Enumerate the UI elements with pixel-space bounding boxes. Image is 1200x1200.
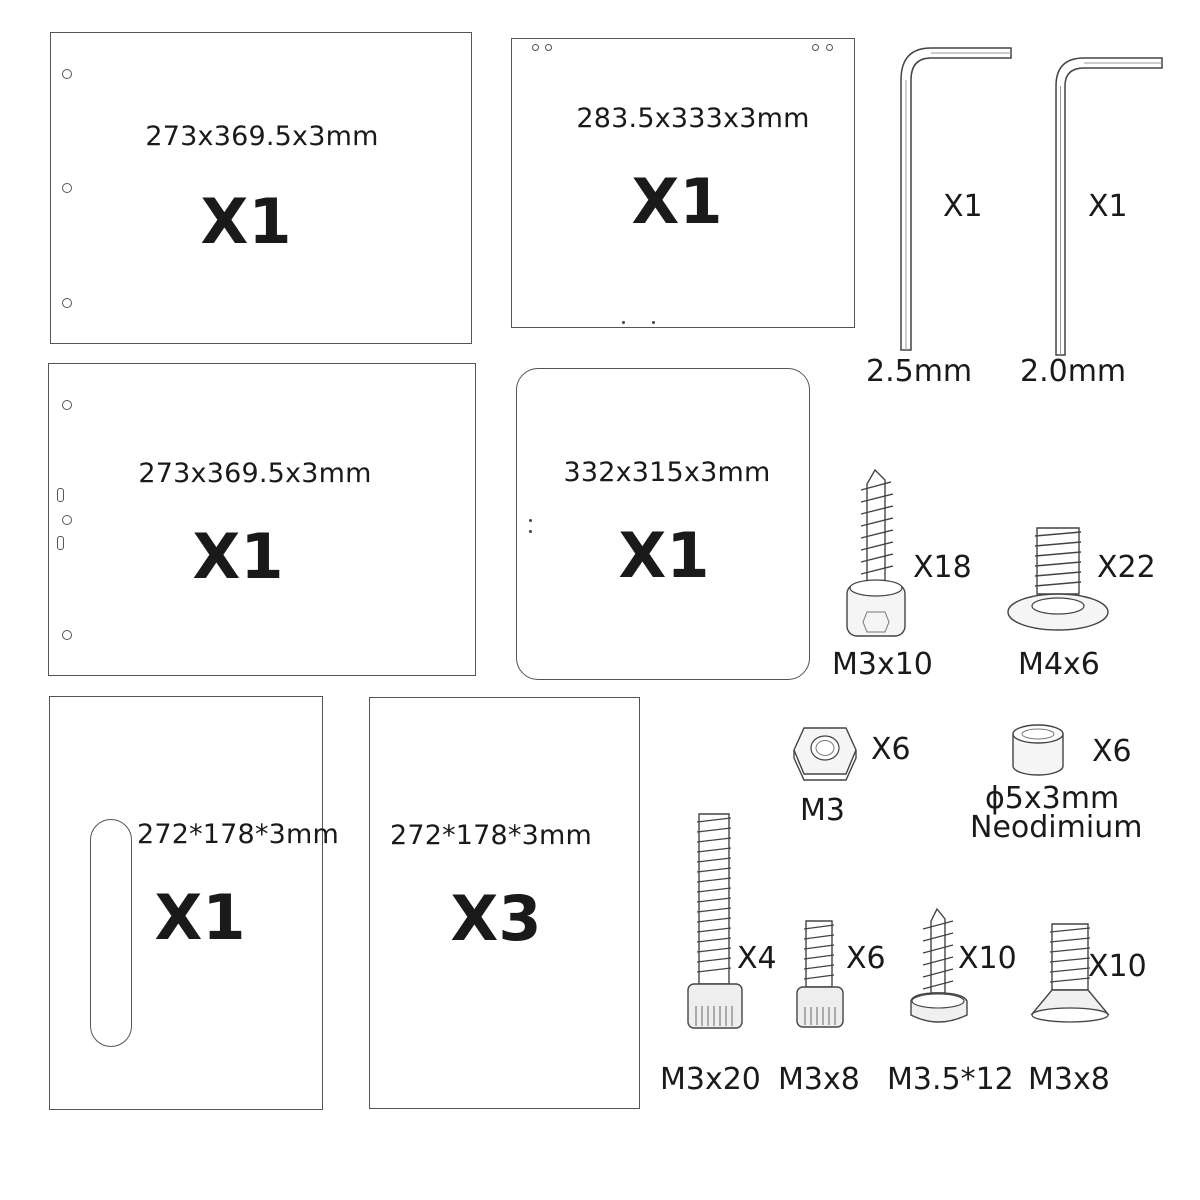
mounting-hole <box>62 515 72 525</box>
mounting-hole <box>545 44 552 51</box>
panel-quantity: X1 <box>192 520 284 593</box>
magnet-icon <box>1010 722 1066 778</box>
hardware-quantity: X10 <box>958 941 1017 976</box>
hex-key-size: 2.5mm <box>866 354 973 389</box>
cable-slot-cutout <box>90 819 132 1047</box>
hardware-quantity: X10 <box>1088 949 1147 984</box>
panel-3: 273x369.5x3mm X1 <box>48 363 476 676</box>
mounting-hole <box>62 400 72 410</box>
marker-dot <box>652 321 655 324</box>
panel-quantity: X1 <box>631 165 723 238</box>
hardware-quantity: X18 <box>913 550 972 585</box>
panel-6: 272*178*3mm X3 <box>369 697 640 1109</box>
mounting-hole <box>812 44 819 51</box>
hex-key-quantity: X1 <box>943 189 983 224</box>
hardware-label: M3 <box>800 793 845 828</box>
mounting-slot <box>57 488 64 502</box>
hardware-quantity: X4 <box>737 941 777 976</box>
mounting-hole <box>62 630 72 640</box>
hardware-label: ϕ5x3mm <box>985 781 1120 816</box>
panel-quantity: X1 <box>618 519 710 592</box>
socket-head-screw-icon <box>684 808 746 1033</box>
marker-dot <box>529 530 532 533</box>
countersunk-screw-icon <box>1028 918 1112 1026</box>
hardware-label: M3x10 <box>832 647 933 682</box>
mounting-hole <box>62 69 72 79</box>
hardware-quantity: X22 <box>1097 550 1156 585</box>
hardware-quantity: X6 <box>846 941 886 976</box>
hardware-label: M3x8 <box>1028 1062 1110 1097</box>
mounting-hole <box>826 44 833 51</box>
panel-dimension: 272*178*3mm <box>136 819 340 850</box>
panel-quantity: X3 <box>450 882 542 955</box>
hardware-label: M4x6 <box>1018 647 1100 682</box>
hardware-label: M3x8 <box>778 1062 860 1097</box>
panel-dimension: 273x369.5x3mm <box>145 121 379 152</box>
panel-dimension: 283.5x333x3mm <box>576 103 810 134</box>
mounting-hole <box>532 44 539 51</box>
hardware-label: M3.5*12 <box>887 1062 1014 1097</box>
hex-nut-icon <box>790 722 860 784</box>
panel-quantity: X1 <box>200 185 292 258</box>
panel-2: 283.5x333x3mm X1 <box>511 38 855 328</box>
hex-key-icon <box>895 40 1020 360</box>
mounting-hole <box>62 183 72 193</box>
panel-5: 272*178*3mm X1 <box>49 696 339 1110</box>
flange-screw-icon <box>1005 522 1115 640</box>
hex-key-quantity: X1 <box>1088 189 1128 224</box>
marker-dot <box>622 321 625 324</box>
socket-head-screw-icon <box>793 915 847 1030</box>
panel-dimension: 332x315x3mm <box>563 457 771 488</box>
hardware-label: M3x20 <box>660 1062 761 1097</box>
panel-4: 332x315x3mm X1 <box>516 368 810 680</box>
panel-dimension: 272*178*3mm <box>389 820 593 851</box>
self-tapping-screw-icon <box>907 905 973 1030</box>
hex-key-size: 2.0mm <box>1020 354 1127 389</box>
hardware-quantity: X6 <box>871 732 911 767</box>
hardware-label: Neodimium <box>970 810 1143 845</box>
mounting-slot <box>57 536 64 550</box>
marker-dot <box>529 519 532 522</box>
panel-quantity: X1 <box>154 881 246 954</box>
hex-key-icon <box>1050 50 1170 360</box>
self-tapping-screw-icon <box>843 462 918 642</box>
panel-dimension: 273x369.5x3mm <box>138 458 372 489</box>
panel-1: 273x369.5x3mm X1 <box>50 32 472 344</box>
hardware-quantity: X6 <box>1092 734 1132 769</box>
mounting-hole <box>62 298 72 308</box>
